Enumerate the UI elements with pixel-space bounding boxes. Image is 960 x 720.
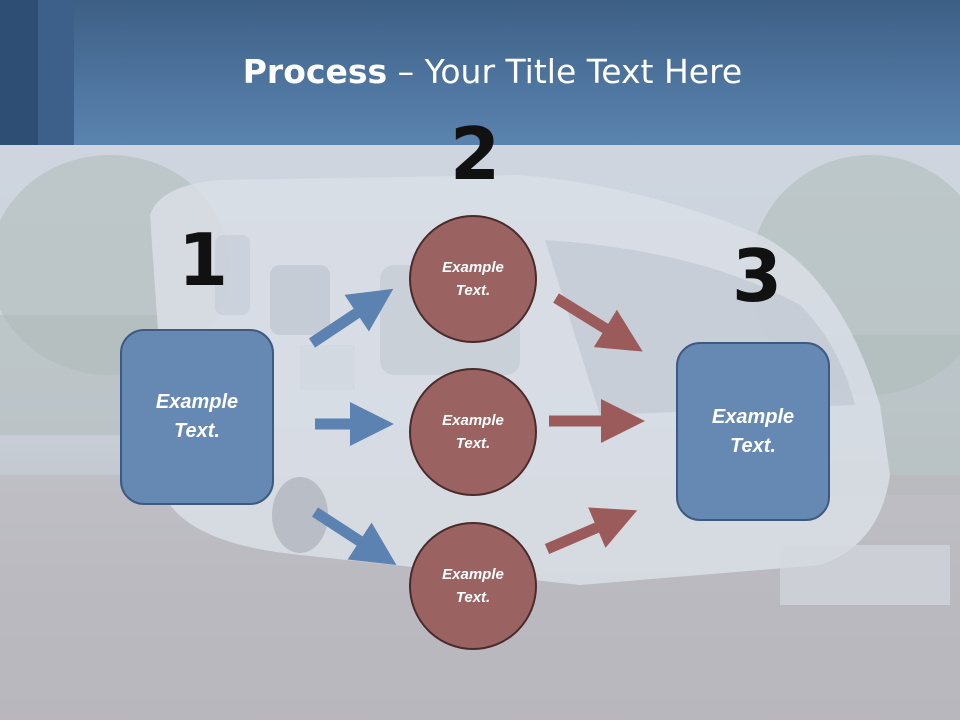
circle-text-line1: Example bbox=[442, 412, 504, 429]
step-1-text-line1: Example bbox=[155, 391, 239, 413]
arrow-1-to-top bbox=[308, 288, 394, 348]
header-accent-strip bbox=[38, 0, 74, 145]
circle-text-line1: Example bbox=[442, 259, 504, 276]
circle-text-line1: Example bbox=[442, 566, 504, 583]
step-number-2: 2 bbox=[450, 112, 501, 196]
arrow-top-to-3 bbox=[553, 293, 643, 352]
title-band: Process – Your Title Text Here bbox=[0, 0, 960, 145]
arrow-1-to-bottom bbox=[311, 507, 397, 566]
title-bold: Process bbox=[242, 52, 388, 91]
step-3-text-line2: Text. bbox=[730, 434, 776, 457]
title-rest: – Your Title Text Here bbox=[387, 52, 743, 91]
step-number-1: 1 bbox=[178, 218, 229, 302]
circle-text-line2: Text. bbox=[455, 435, 491, 452]
step-1-text-line2: Text. bbox=[174, 420, 220, 442]
slide-title: Process – Your Title Text Here bbox=[0, 52, 960, 91]
arrow-bottom-to-3 bbox=[544, 507, 638, 555]
step-3-text-line1: Example bbox=[711, 405, 795, 428]
circle-text-line2: Text. bbox=[455, 589, 491, 606]
circle-text-line2: Text. bbox=[455, 282, 491, 299]
step-number-3: 3 bbox=[732, 234, 783, 318]
header-accent-strip bbox=[0, 0, 38, 145]
